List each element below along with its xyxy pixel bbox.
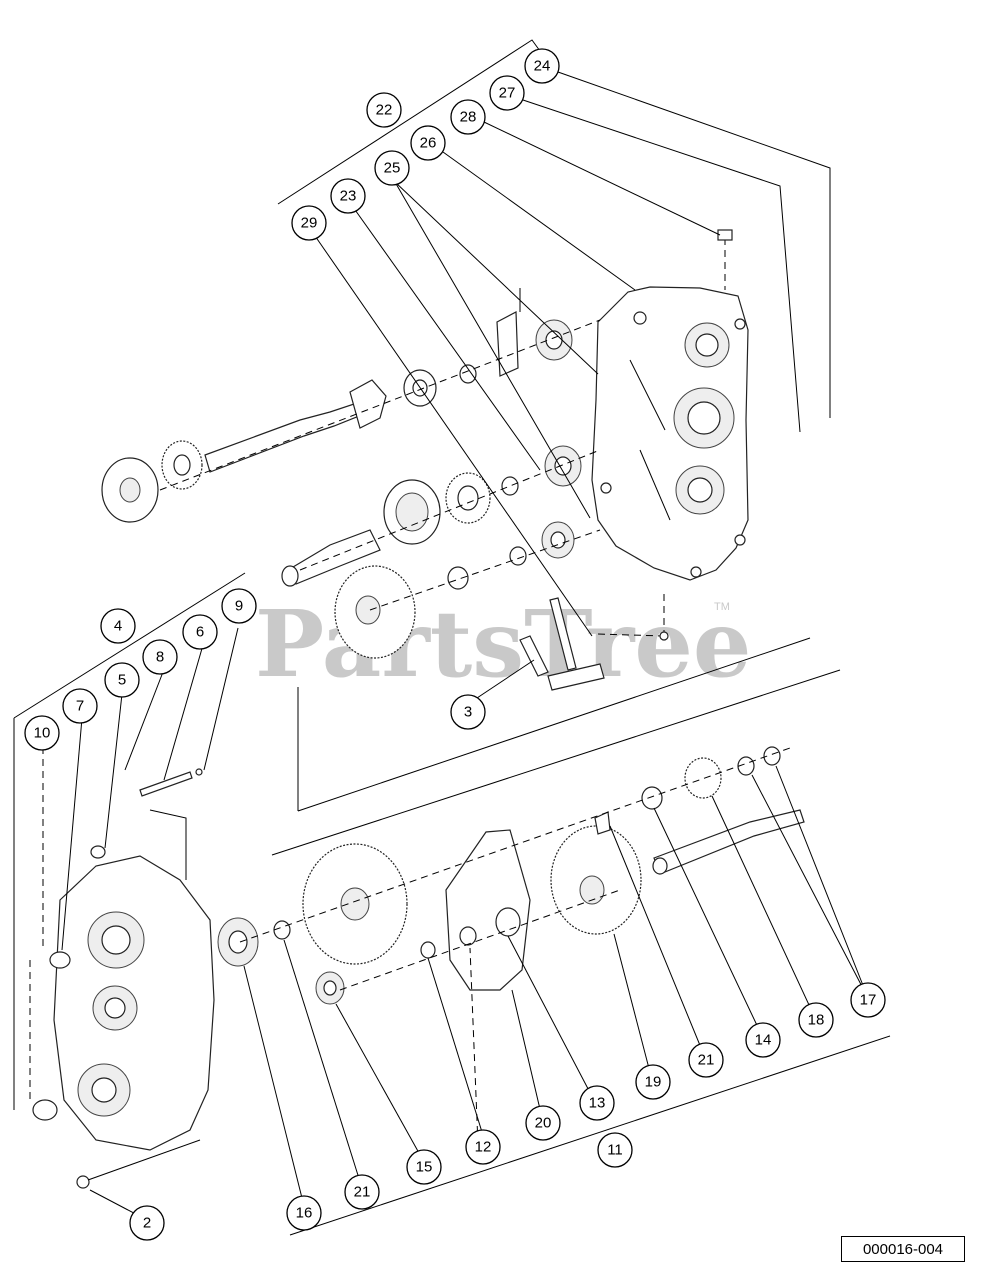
group-outline-lower [271, 637, 891, 1236]
svg-text:12: 12 [475, 1139, 492, 1156]
svg-text:15: 15 [416, 1159, 433, 1176]
callout-14[interactable]: 14 [745, 1022, 781, 1058]
svg-text:8: 8 [156, 649, 164, 666]
svg-text:3: 3 [464, 704, 472, 721]
callout-3[interactable]: 3 [450, 694, 486, 730]
svg-text:29: 29 [301, 215, 318, 232]
svg-text:16: 16 [296, 1205, 313, 1222]
svg-text:9: 9 [235, 598, 243, 615]
callout-6[interactable]: 6 [182, 614, 218, 650]
callout-9[interactable]: 9 [221, 588, 257, 624]
watermark-tm: TM [714, 601, 730, 613]
left-housing [32, 768, 215, 1189]
callout-21-lower[interactable]: 21 [344, 1174, 380, 1210]
watermark-brand: PartsTree [255, 590, 751, 698]
callout-23[interactable]: 23 [330, 178, 366, 214]
svg-text:24: 24 [534, 58, 551, 75]
callout-21-upper[interactable]: 21 [688, 1042, 724, 1078]
svg-text:17: 17 [860, 992, 877, 1009]
callout-27[interactable]: 27 [489, 75, 525, 111]
callout-17[interactable]: 17 [850, 982, 886, 1018]
diagram-code-label: 000016-004 [841, 1236, 965, 1262]
callout-12[interactable]: 12 [465, 1129, 501, 1165]
callout-25[interactable]: 25 [374, 150, 410, 186]
callout-2[interactable]: 2 [129, 1205, 165, 1241]
callout-7[interactable]: 7 [62, 688, 98, 724]
group-outline-left [13, 572, 246, 1110]
svg-text:28: 28 [460, 109, 477, 126]
svg-text:11: 11 [607, 1142, 623, 1159]
leader-lines [29, 71, 869, 1221]
svg-text:20: 20 [535, 1115, 552, 1132]
middle-shaft-parts [281, 445, 601, 659]
svg-text:27: 27 [499, 85, 516, 102]
svg-text:2: 2 [143, 1215, 151, 1232]
callout-13[interactable]: 13 [579, 1085, 615, 1121]
svg-text:18: 18 [808, 1012, 825, 1029]
callout-20[interactable]: 20 [525, 1105, 561, 1141]
callout-29[interactable]: 29 [291, 205, 327, 241]
callout-16[interactable]: 16 [286, 1195, 322, 1231]
callout-26[interactable]: 26 [410, 125, 446, 161]
callout-11[interactable]: 11 [597, 1132, 633, 1168]
callout-19[interactable]: 19 [635, 1064, 671, 1100]
callout-22[interactable]: 22 [366, 92, 402, 128]
callout-4[interactable]: 4 [100, 608, 136, 644]
svg-text:21: 21 [354, 1184, 371, 1201]
svg-text:26: 26 [420, 135, 437, 152]
callout-28[interactable]: 28 [450, 99, 486, 135]
svg-text:5: 5 [118, 672, 126, 689]
upper-housing [591, 286, 749, 581]
callout-24[interactable]: 24 [524, 48, 560, 84]
svg-text:19: 19 [645, 1074, 662, 1091]
upper-shaft-parts [101, 288, 601, 523]
svg-text:23: 23 [340, 188, 357, 205]
svg-text:22: 22 [376, 102, 393, 119]
group-outline-upper [277, 39, 549, 205]
callout-15[interactable]: 15 [406, 1149, 442, 1185]
callout-5[interactable]: 5 [104, 662, 140, 698]
callout-18[interactable]: 18 [798, 1002, 834, 1038]
svg-text:7: 7 [76, 698, 84, 715]
svg-text:6: 6 [196, 624, 204, 641]
callout-10[interactable]: 10 [24, 715, 60, 751]
svg-text:13: 13 [589, 1095, 606, 1112]
svg-text:25: 25 [384, 160, 401, 177]
lower-shaft-parts [217, 746, 805, 1005]
svg-text:10: 10 [34, 725, 51, 742]
svg-text:4: 4 [114, 618, 122, 635]
svg-text:21: 21 [698, 1052, 715, 1069]
key-shaft-part [519, 229, 733, 691]
svg-text:14: 14 [755, 1032, 772, 1049]
callout-8[interactable]: 8 [142, 639, 178, 675]
